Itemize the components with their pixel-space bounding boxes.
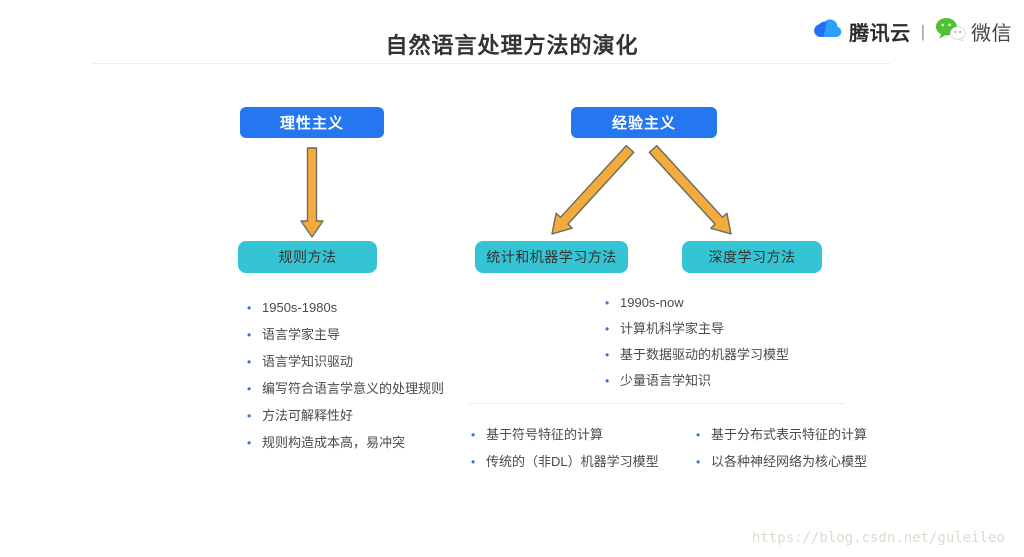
list-item: 基于数据驱动的机器学习模型 (604, 348, 789, 363)
deep-learning-bullet-list: 基于分布式表示特征的计算 以各种神经网络为核心模型 (695, 428, 867, 482)
arrow-empiricism-to-deep (648, 144, 732, 235)
list-item: 语言学家主导 (246, 328, 444, 343)
list-item: 方法可解释性好 (246, 409, 444, 424)
list-item: 规则构造成本高，易冲突 (246, 436, 444, 451)
node-empiricism: 经验主义 (571, 107, 717, 138)
title-divider (92, 63, 890, 64)
arrow-rationalism-to-rule (300, 147, 324, 238)
wechat-label: 微信 (971, 23, 1012, 45)
list-item: 基于符号特征的计算 (470, 428, 659, 443)
rule-methods-bullet-list: 1950s-1980s 语言学家主导 语言学知识驱动 编写符合语言学意义的处理规… (246, 301, 444, 463)
node-rationalism: 理性主义 (240, 107, 384, 138)
tencent-cloud-icon (812, 17, 844, 46)
list-item: 编写符合语言学意义的处理规则 (246, 382, 444, 397)
list-item: 基于分布式表示特征的计算 (695, 428, 867, 443)
middle-divider (468, 403, 845, 404)
node-statistical-ml-methods: 统计和机器学习方法 (475, 241, 628, 273)
empiricism-bullet-list: 1990s-now 计算机科学家主导 基于数据驱动的机器学习模型 少量语言学知识 (604, 296, 789, 400)
arrow-empiricism-to-statistical (551, 144, 635, 235)
statistical-ml-bullet-list: 基于符号特征的计算 传统的（非DL）机器学习模型 (470, 428, 659, 482)
brand-logos: 腾讯云 | 微信 (812, 17, 1012, 46)
list-item: 1990s-now (604, 296, 789, 311)
list-item: 以各种神经网络为核心模型 (695, 455, 867, 470)
list-item: 少量语言学知识 (604, 374, 789, 389)
page-title: 自然语言处理方法的演化 (385, 33, 639, 58)
list-item: 计算机科学家主导 (604, 322, 789, 337)
tencent-cloud-label: 腾讯云 (849, 23, 911, 45)
list-item: 1950s-1980s (246, 301, 444, 316)
list-item: 传统的（非DL）机器学习模型 (470, 455, 659, 470)
watermark-url: https://blog.csdn.net/guleileo (752, 530, 1005, 546)
list-item: 语言学知识驱动 (246, 355, 444, 370)
brand-separator: | (920, 21, 925, 41)
node-rule-methods: 规则方法 (238, 241, 377, 273)
wechat-icon (935, 17, 966, 46)
node-deep-learning-methods: 深度学习方法 (682, 241, 822, 273)
